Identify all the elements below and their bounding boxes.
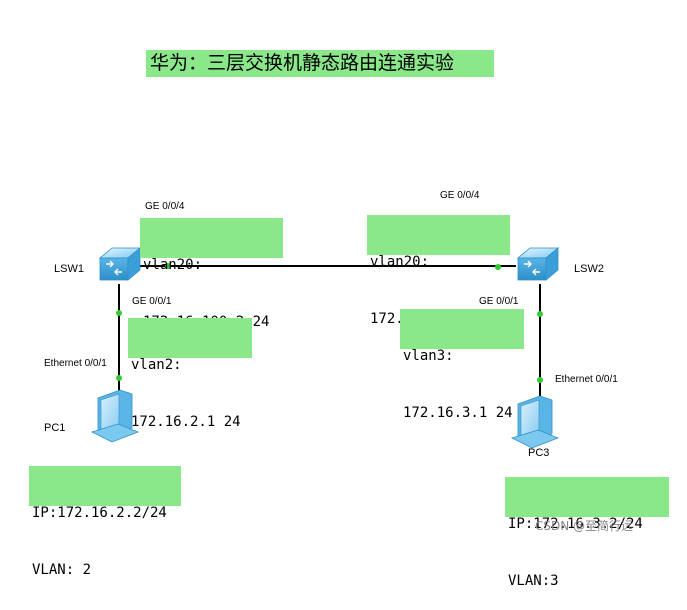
note-line: vlan20: xyxy=(143,257,203,273)
lsw1-switch-icon[interactable] xyxy=(98,247,142,281)
lsw2-label: LSW2 xyxy=(574,263,604,275)
port-dot-lsw2-ge001 xyxy=(537,311,543,317)
lsw1-label: LSW1 xyxy=(54,263,84,275)
note-line: vlan20: xyxy=(370,254,430,270)
note-line: VLAN: 2 xyxy=(32,562,92,578)
note-line: IP:172.16.3.2/24 xyxy=(508,516,643,532)
note-line: vlan2: xyxy=(131,357,182,373)
lsw2-ge001-label: GE 0/0/1 xyxy=(479,296,519,307)
lsw2-vlan20-note: vlan20: 172.16.100.3 24 xyxy=(367,215,510,327)
port-dot-lsw1-ge001 xyxy=(116,310,122,316)
note-line: 172.16.3.1 24 xyxy=(403,405,513,421)
lsw2-vlan3-note: vlan3: 172.16.3.1 24 xyxy=(400,309,524,421)
lsw2-ge004-label: GE 0/0/4 xyxy=(440,190,480,201)
pc3-label: PC3 xyxy=(528,447,550,459)
csdn-watermark: CSDN @至简行远 xyxy=(535,519,634,533)
note-line: vlan3: xyxy=(403,348,454,364)
pc3-ethernet-label: Ethernet 0/0/1 xyxy=(555,374,618,385)
port-dot-lsw1-ge004 xyxy=(165,263,171,269)
pc3-info-note: IP:172.16.3.2/24 VLAN:3 xyxy=(505,477,669,589)
pc1-ethernet-label: Ethernet 0/0/1 xyxy=(44,358,107,369)
lsw1-ge001-label: GE 0/0/1 xyxy=(132,296,172,307)
note-line: VLAN:3 xyxy=(508,573,559,589)
note-line: 172.16.2.1 24 xyxy=(131,414,241,430)
lsw1-vlan20-note: vlan20: 172.16.100.2 24 xyxy=(140,218,283,330)
lsw2-switch-icon[interactable] xyxy=(516,247,560,281)
note-line: IP:172.16.2.2/24 xyxy=(32,505,167,521)
port-dot-pc3-eth xyxy=(537,377,543,383)
port-dot-pc1-eth xyxy=(116,375,122,381)
pc1-label: PC1 xyxy=(44,422,66,434)
pc1-computer-icon[interactable] xyxy=(90,389,140,443)
pc1-info-note: IP:172.16.2.2/24 VLAN: 2 xyxy=(29,466,181,578)
lsw1-vlan2-note: vlan2: 172.16.2.1 24 xyxy=(128,318,252,430)
lsw1-ge004-label: GE 0/0/4 xyxy=(145,201,185,212)
diagram-title: 华为：三层交换机静态路由连通实验 xyxy=(146,50,494,77)
port-dot-lsw2-ge004 xyxy=(495,264,501,270)
pc3-computer-icon[interactable] xyxy=(510,395,560,449)
topology-canvas xyxy=(90,247,560,449)
